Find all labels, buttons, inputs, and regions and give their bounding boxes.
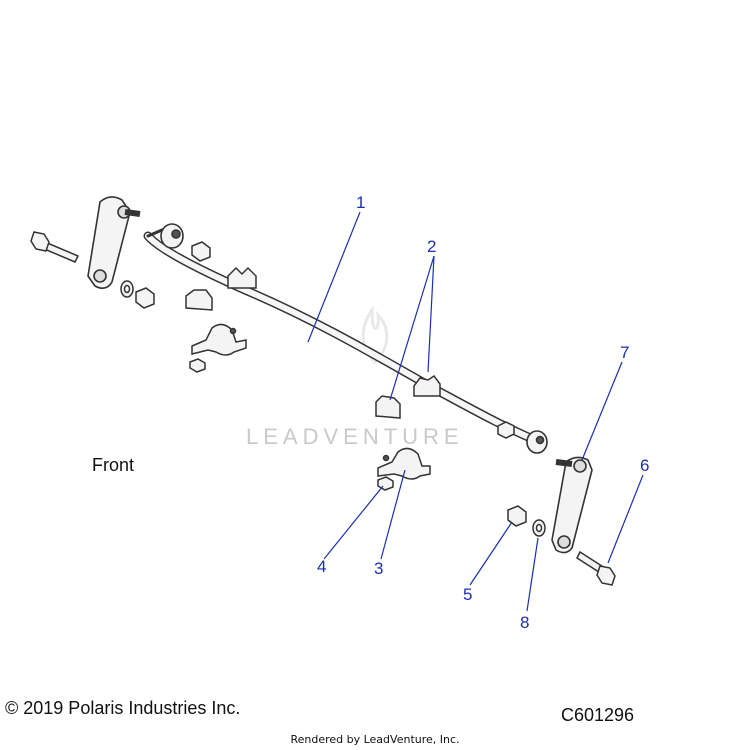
nut-left[interactable] (135, 287, 155, 309)
nut-upper-right[interactable] (497, 421, 515, 439)
watermark-flame-icon (361, 305, 389, 365)
washer-right[interactable] (532, 519, 546, 537)
nut-clamp-center[interactable] (377, 476, 394, 491)
bolt-left[interactable] (30, 231, 80, 263)
bushing-right-lower[interactable] (375, 395, 401, 419)
washer-left[interactable] (120, 280, 134, 298)
clamp-center[interactable] (377, 447, 431, 480)
callout-6[interactable]: 6 (640, 456, 650, 475)
bushing-left-lower[interactable] (185, 289, 213, 311)
nut-right[interactable] (507, 505, 527, 527)
rendered-by-text: Rendered by LeadVenture, Inc. (290, 733, 460, 746)
watermark: LEADVENTURE (246, 424, 464, 449)
diagram-code: C601296 (561, 705, 635, 725)
bar-end-left (160, 223, 184, 249)
callout-8[interactable]: 8 (520, 613, 530, 632)
clamp-left[interactable] (191, 323, 247, 356)
link-left[interactable] (87, 196, 141, 290)
front-label: Front (92, 455, 135, 475)
link-right[interactable] (551, 456, 593, 554)
nut-clamp-left[interactable] (189, 358, 206, 373)
bar-end-right (526, 430, 548, 454)
callout-2[interactable]: 2 (427, 237, 437, 256)
callout-5[interactable]: 5 (463, 585, 473, 604)
bushing-left-upper[interactable] (227, 266, 257, 289)
nut-upper-left[interactable] (191, 241, 211, 262)
sway-bar[interactable] (143, 227, 540, 445)
callout-7[interactable]: 7 (620, 343, 630, 362)
leader-lines (307, 211, 644, 612)
bushing-right-upper[interactable] (413, 374, 441, 397)
callout-4[interactable]: 4 (317, 557, 327, 576)
copyright-text: © 2019 Polaris Industries Inc. (5, 698, 241, 718)
callout-1[interactable]: 1 (356, 193, 366, 212)
bolt-right[interactable] (576, 550, 616, 586)
callout-3[interactable]: 3 (374, 559, 384, 578)
